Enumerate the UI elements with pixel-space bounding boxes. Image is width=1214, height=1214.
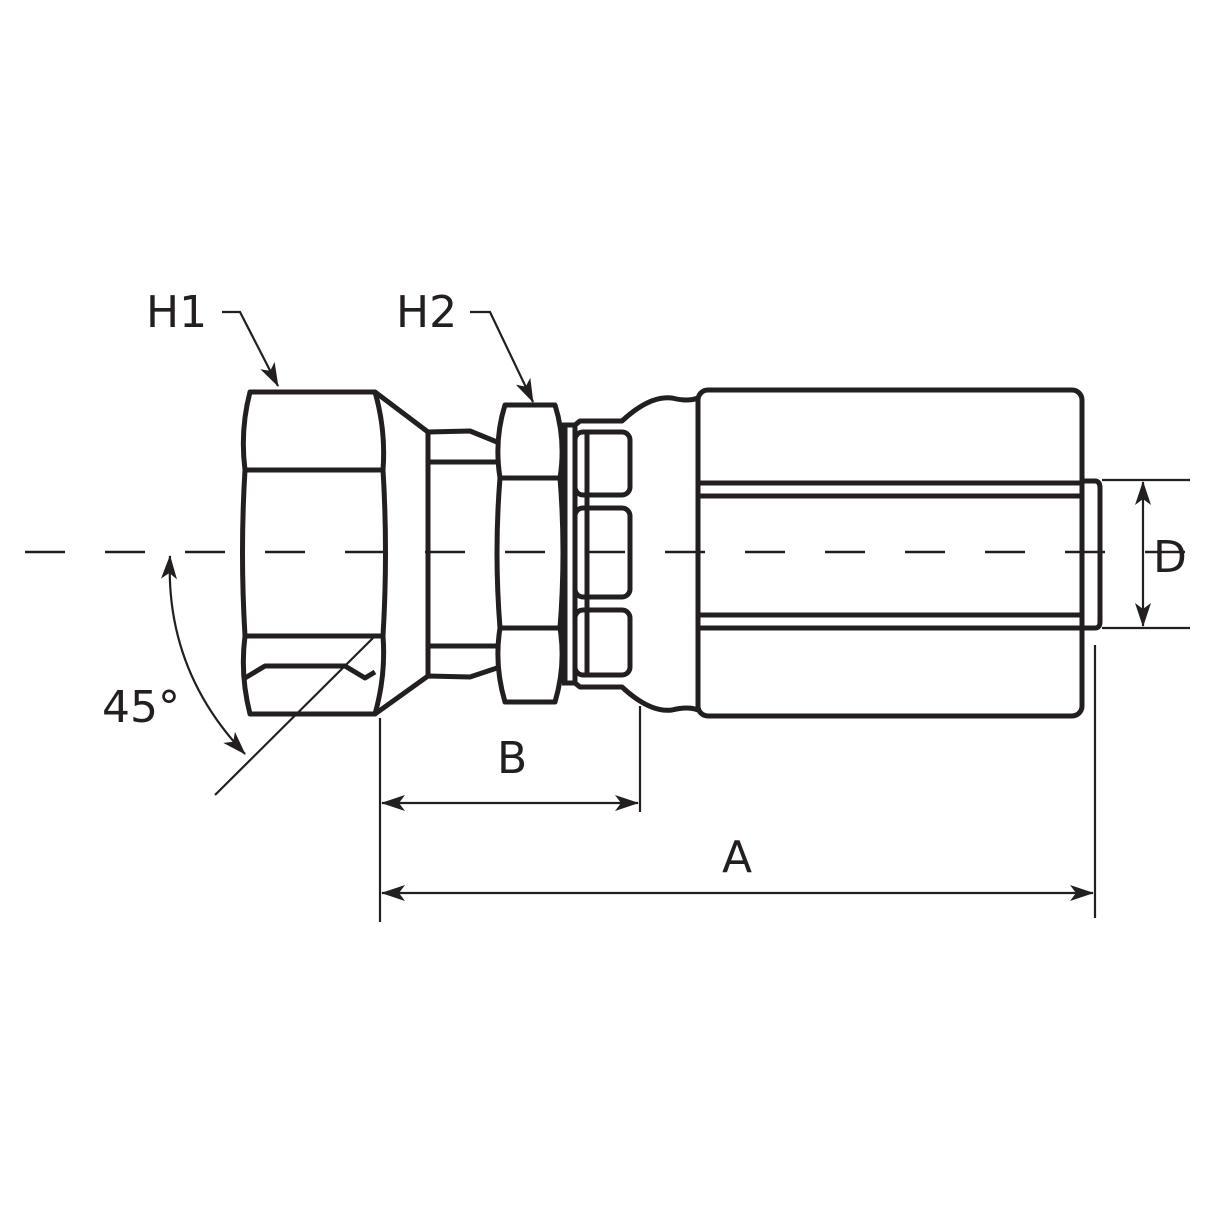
h2-leader bbox=[470, 310, 534, 403]
neck bbox=[373, 390, 498, 717]
label-d: D bbox=[1153, 532, 1187, 583]
label-b: B bbox=[497, 733, 527, 784]
angle-dimension bbox=[161, 555, 376, 796]
h2-hex bbox=[494, 402, 566, 705]
sleeve bbox=[695, 387, 1103, 719]
ferrule-collar bbox=[562, 395, 699, 713]
dimension-b bbox=[378, 706, 642, 922]
dimension-a bbox=[381, 645, 1097, 918]
h1-leader bbox=[222, 310, 279, 387]
label-h1: H1 bbox=[146, 287, 207, 338]
label-a: A bbox=[722, 832, 752, 883]
label-angle: 45° bbox=[102, 682, 180, 733]
label-h2: H2 bbox=[396, 287, 457, 338]
dimension-d bbox=[1102, 478, 1190, 630]
